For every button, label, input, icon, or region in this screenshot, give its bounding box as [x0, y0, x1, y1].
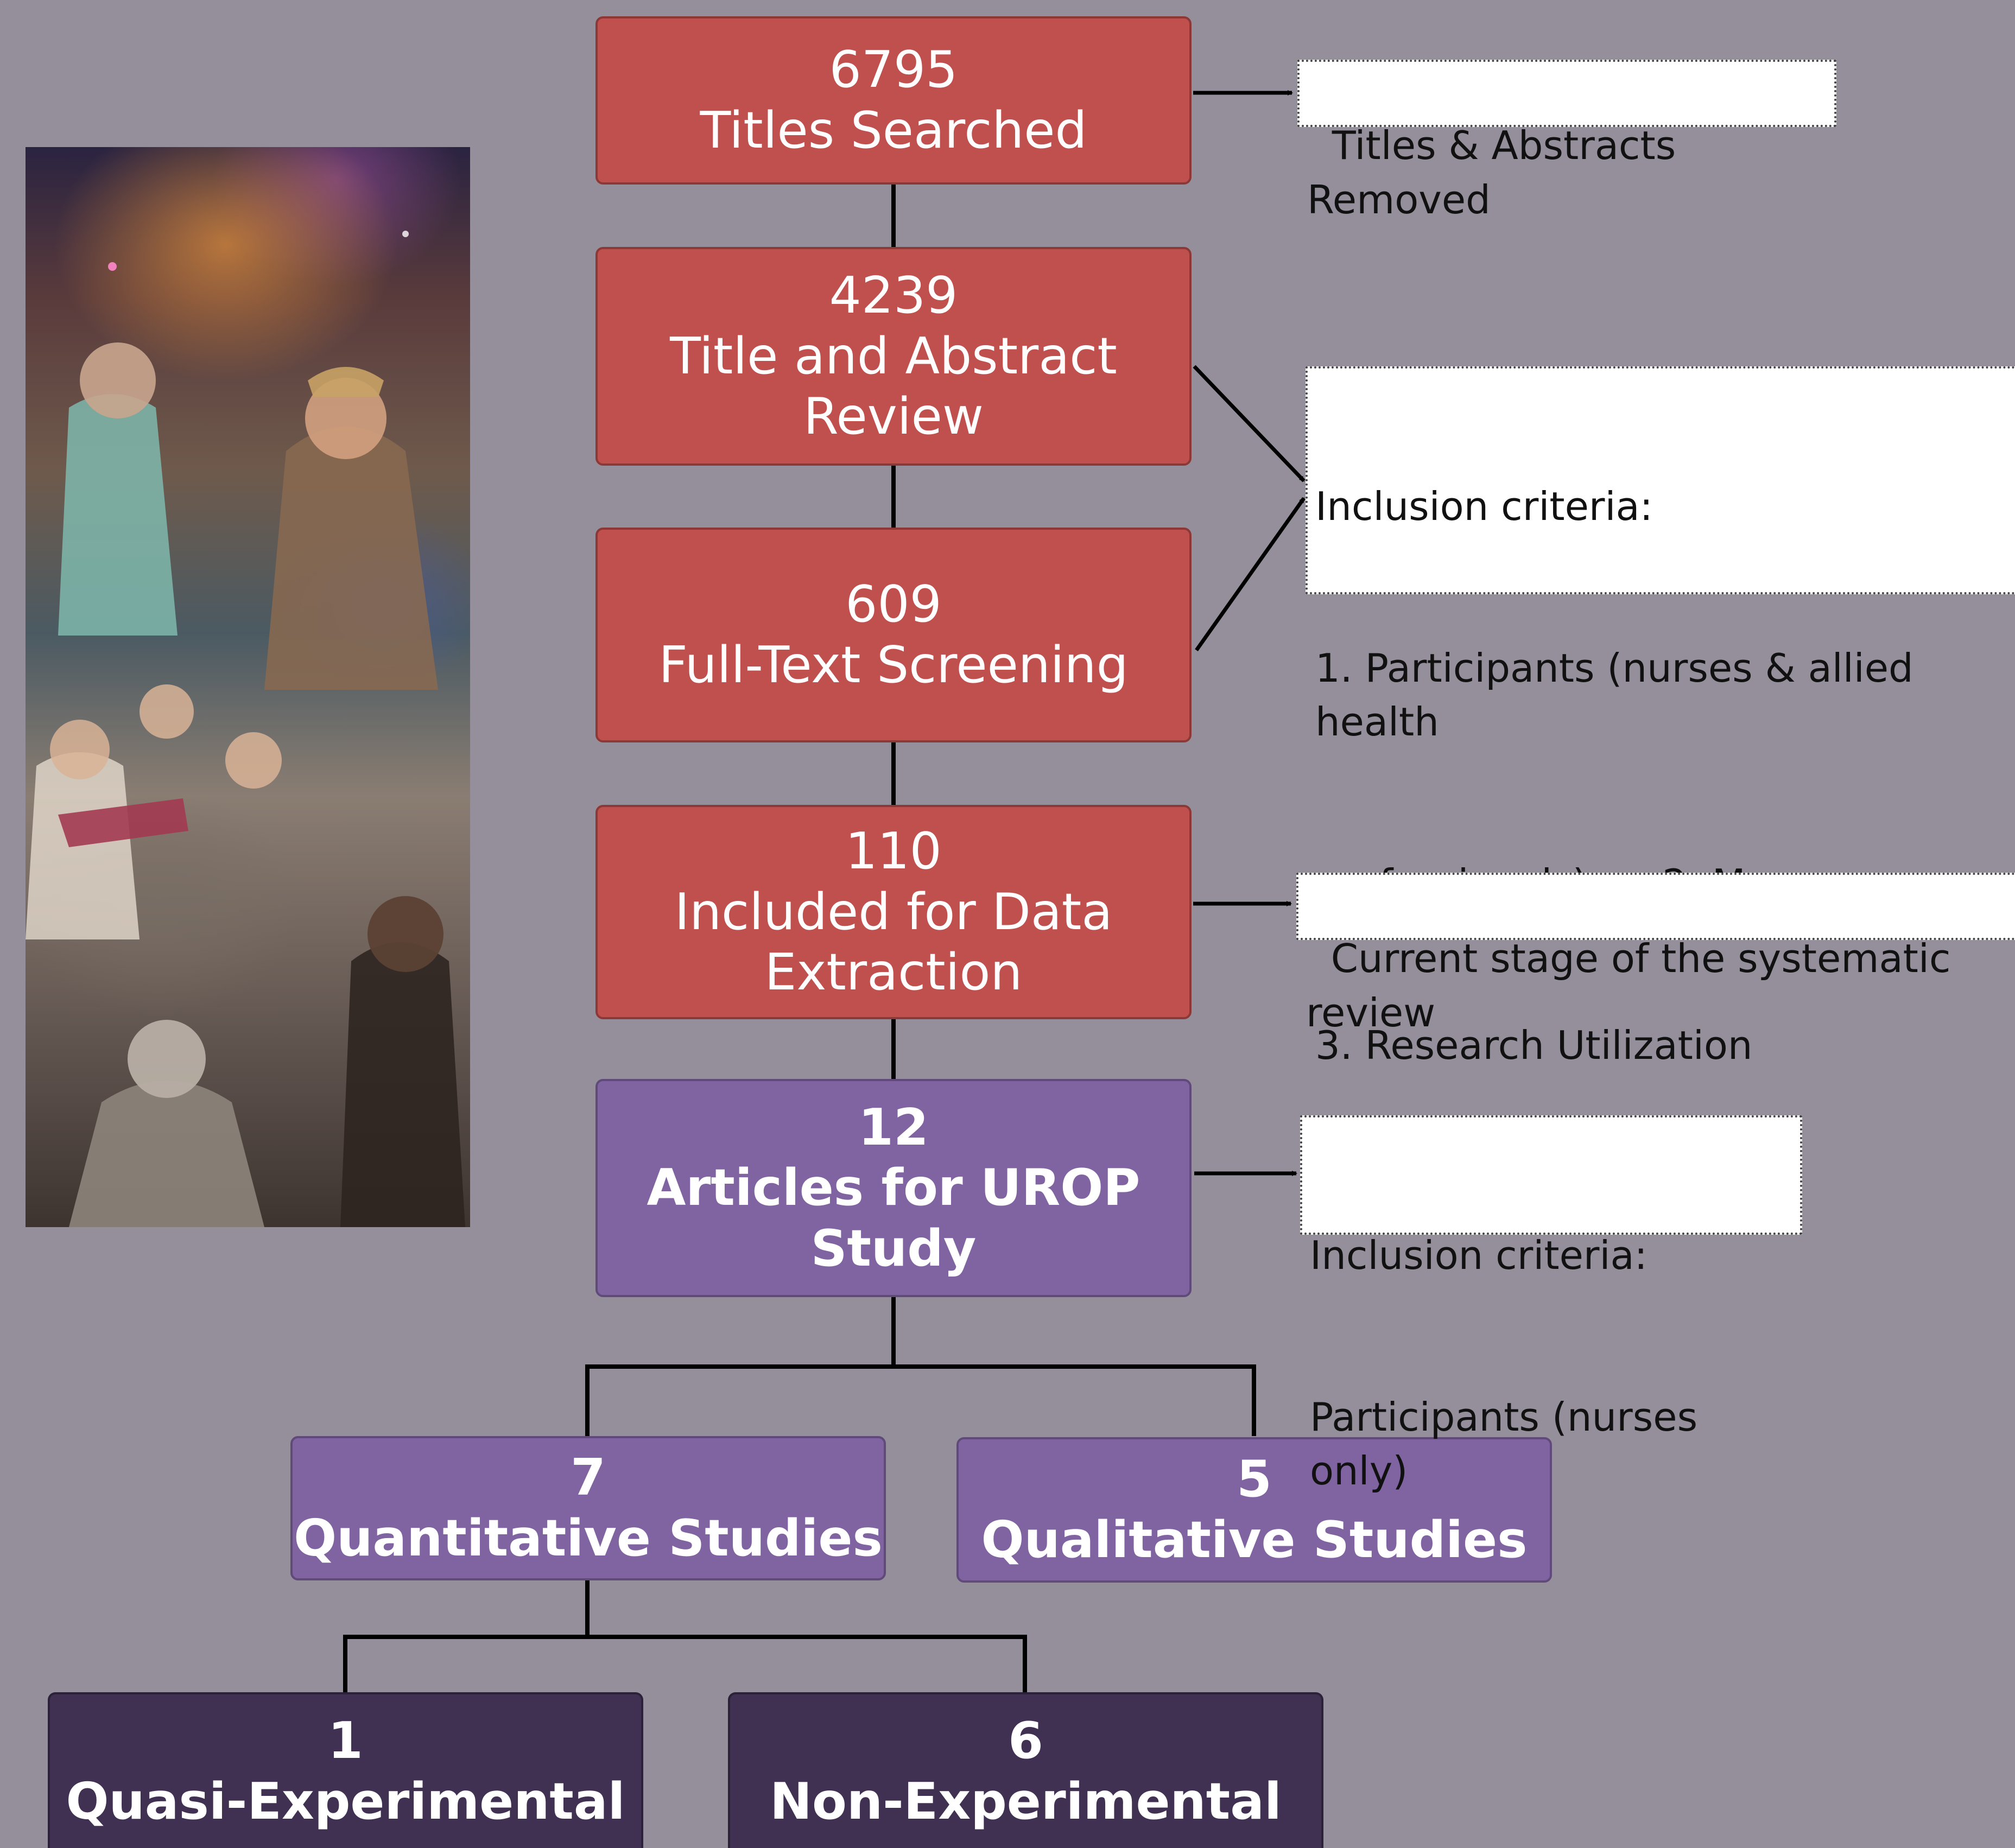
connector-quantitative-to-subtypes [343, 1635, 1027, 1692]
non-experimental-label: Non-Experimental [770, 1771, 1282, 1831]
titles-searched-count: 6795 [829, 40, 958, 99]
qualitative-studies-box: 5 Qualitative Studies [956, 1437, 1552, 1583]
non-experimental-box: 6 Non-Experimental [728, 1692, 1323, 1848]
current-stage-note-text: Current stage of the systematic review [1306, 936, 1963, 1036]
urop-articles-label-line1: Articles for UROP [647, 1158, 1140, 1217]
titles-searched-box: 6795 Titles Searched [595, 16, 1192, 185]
arrow-review-to-criteria [1193, 365, 1306, 482]
quantitative-studies-count: 7 [571, 1448, 606, 1507]
urop-articles-box: 12 Articles for UROP Study [595, 1079, 1192, 1297]
inclusion-criteria-line1: 1. Participants (nurses & allied health [1315, 645, 1926, 745]
data-extraction-count: 110 [845, 822, 942, 881]
data-extraction-label-line1: Included for Data [674, 882, 1113, 941]
non-experimental-count: 6 [1008, 1711, 1043, 1770]
quantitative-studies-box: 7 Quantitative Studies [290, 1436, 886, 1580]
quasi-experimental-label: Quasi-Experimental [66, 1771, 625, 1831]
inclusion-criteria-nurses-heading: Inclusion criteria: [1310, 1232, 1648, 1278]
quantitative-studies-label: Quantitative Studies [294, 1509, 883, 1567]
quasi-experimental-count: 1 [328, 1711, 363, 1770]
quasi-experimental-box: 1 Quasi-Experimental [48, 1692, 643, 1848]
removed-note-text: Titles & Abstracts Removed [1307, 123, 1689, 223]
inclusion-criteria-heading: Inclusion criteria: [1315, 483, 1653, 529]
title-abstract-review-count: 4239 [829, 266, 958, 325]
full-text-screening-count: 609 [845, 575, 942, 634]
connector-urop-to-quantitative [585, 1364, 1256, 1436]
data-extraction-label-line2: Extraction [764, 943, 1023, 1002]
qualitative-studies-count: 5 [1237, 1450, 1272, 1509]
title-abstract-review-label-line1: Title and Abstract [670, 326, 1117, 385]
titles-searched-label: Titles Searched [700, 101, 1087, 160]
nursing-history-collage-image [26, 147, 470, 1227]
full-text-screening-label: Full-Text Screening [658, 636, 1129, 694]
data-extraction-box: 110 Included for Data Extraction [595, 805, 1192, 1019]
urop-articles-count: 12 [858, 1097, 929, 1157]
inclusion-criteria-nurses-note: Inclusion criteria: Participants (nurses… [1300, 1115, 1802, 1494]
current-stage-note: Current stage of the systematic review [1296, 873, 2015, 1036]
inclusion-criteria-line3: 3. Research Utilization [1315, 1023, 1753, 1069]
inclusion-criteria-nurses-line1: Participants (nurses only) [1310, 1394, 1710, 1494]
arrow-screening-to-criteria [1195, 497, 1306, 652]
removed-note: Titles & Abstracts Removed [1297, 60, 1836, 223]
full-text-screening-box: 609 Full-Text Screening [595, 528, 1192, 742]
urop-articles-label-line2: Study [810, 1218, 977, 1278]
title-abstract-review-box: 4239 Title and Abstract Review [595, 247, 1192, 466]
collage-figures-icon [26, 231, 465, 1227]
inclusion-criteria-note: Inclusion criteria: 1. Participants (nur… [1306, 366, 2015, 1068]
title-abstract-review-label-line2: Review [803, 387, 984, 446]
qualitative-studies-label: Qualitative Studies [981, 1510, 1528, 1569]
